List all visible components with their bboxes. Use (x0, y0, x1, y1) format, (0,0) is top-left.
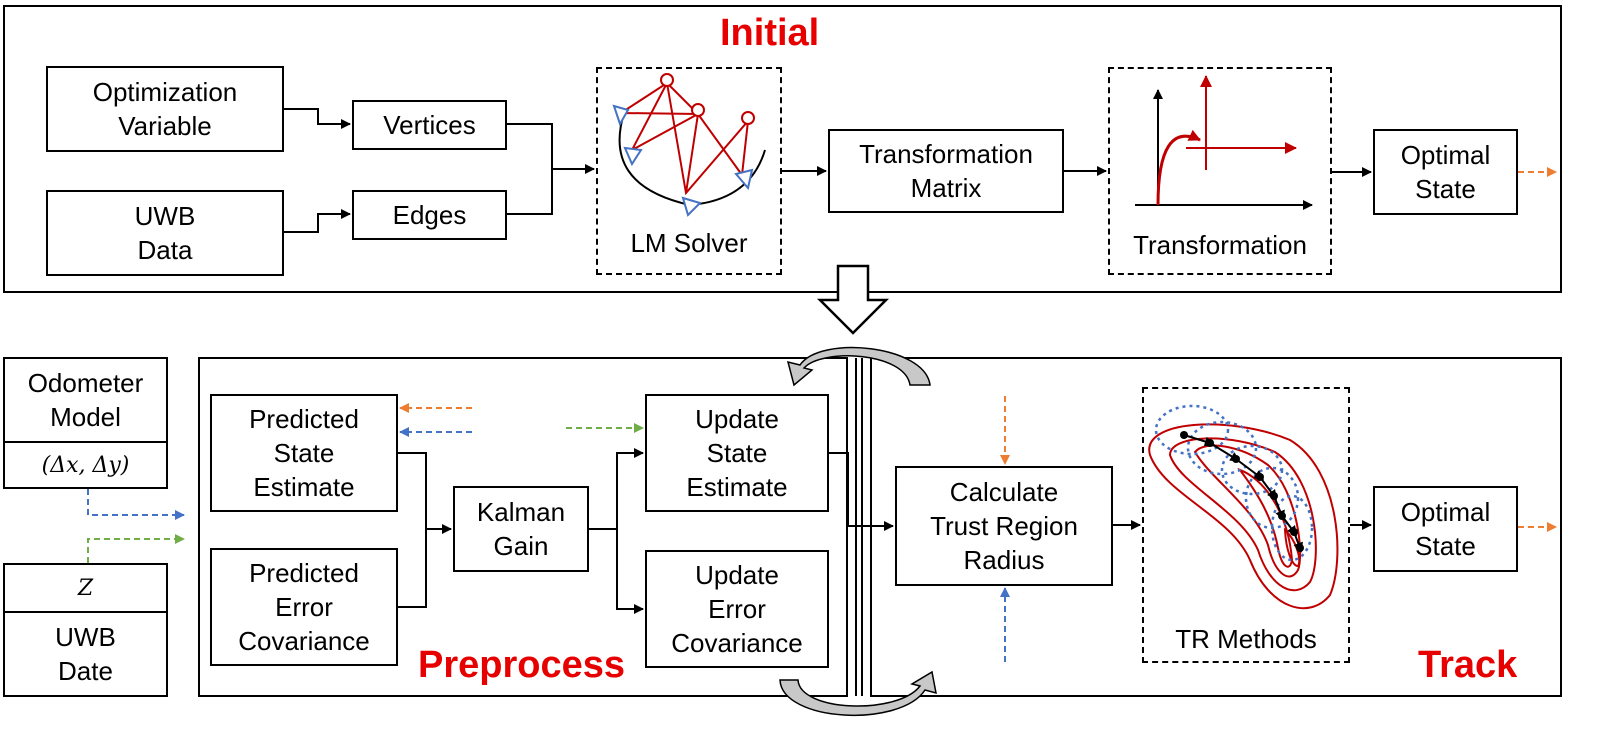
tr-contour-illustration (1148, 404, 1339, 610)
preprocess-title: Preprocess (418, 644, 626, 686)
predicted-state-line3: Estimate (253, 472, 355, 502)
predicted-error-covariance-box: Predicted Error Covariance (210, 548, 398, 666)
track-title: Track (1418, 644, 1518, 686)
edges-label: Edges (392, 200, 467, 230)
transformation-matrix-box: Transformation Matrix (828, 129, 1064, 213)
transformation-dashed-box (1108, 67, 1332, 275)
vertices-box: Vertices (352, 100, 507, 150)
z-symbol-cell: Z (3, 563, 168, 613)
track-optimal-state-line2: State (1415, 531, 1476, 561)
lm-node-3 (741, 111, 755, 125)
odometer-dashed-arrow (87, 489, 185, 520)
track-optimal-state-line1: Optimal (1400, 497, 1491, 527)
predicted-state-estimate-box: Predicted State Estimate (210, 394, 398, 512)
curved-arrow-bottom (779, 670, 937, 717)
tr-red-contours (1148, 423, 1339, 610)
optimization-variable-line2: Variable (118, 111, 212, 141)
connector-uwb-edges (284, 209, 351, 233)
connector-predstate-join (398, 452, 427, 608)
predicted-error-line1: Predicted (249, 558, 359, 588)
odometer-formula-cell: (Δx, Δy) (3, 441, 168, 489)
uwb-date-cell: UWB Date (3, 611, 168, 697)
trust-region-line2: Trust Region (930, 511, 1078, 541)
update-error-covariance-box: Update Error Covariance (645, 550, 829, 668)
lm-tri-2 (623, 146, 643, 167)
initial-optimal-state-line1: Optimal (1400, 140, 1491, 170)
transformation-matrix-line2: Matrix (910, 173, 982, 203)
curved-arrow-top (786, 346, 931, 387)
transformation-matrix-line1: Transformation (859, 139, 1033, 169)
connector-update-state-trust (829, 452, 894, 531)
tr-blue-trust-regions (1154, 404, 1314, 562)
update-state-estimate-box: Update State Estimate (645, 394, 829, 512)
initial-optimal-state-box: Optimal State (1373, 129, 1518, 215)
update-error-line3: Covariance (671, 628, 803, 658)
connector-vertices-join (507, 123, 553, 215)
kalman-gain-line2: Gain (493, 531, 549, 561)
lm-node-1 (660, 73, 674, 87)
update-state-line3: Estimate (686, 472, 788, 502)
edges-box: Edges (352, 190, 507, 240)
connector-optvar-vertices (284, 108, 351, 129)
uwb-data-line2: Data (137, 235, 193, 265)
lm-solver-dashed-box (596, 67, 782, 275)
lm-tri-1 (612, 104, 630, 127)
lm-graph-illustration (612, 73, 766, 217)
z-symbol: Z (77, 575, 94, 601)
tr-methods-dashed-box (1142, 387, 1350, 663)
initial-frame (3, 5, 1562, 293)
uwb-date-line1: UWB (55, 622, 116, 652)
predicted-error-line3: Covariance (238, 626, 370, 656)
odometer-formula: (Δx, Δy) (41, 452, 130, 478)
tr-path-points (1180, 431, 1304, 552)
update-state-line2: State (706, 438, 768, 468)
update-error-line1: Update (695, 560, 779, 590)
optimization-variable-line1: Optimization (92, 77, 238, 107)
track-optimal-state-box: Optimal State (1373, 486, 1518, 572)
trust-region-line3: Radius (963, 545, 1045, 575)
z-dashed-arrow (87, 534, 185, 563)
vertices-label: Vertices (383, 110, 476, 140)
uwb-date-line2: Date (58, 656, 113, 686)
tr-methods-label: TR Methods (1175, 624, 1317, 654)
lm-triangle-nodes (612, 104, 754, 217)
transformation-label: Transformation (1133, 230, 1307, 260)
odometer-model-line2: Model (50, 402, 121, 432)
lm-circle-nodes (660, 73, 755, 125)
odometer-model-cell: Odometer Model (3, 357, 168, 443)
connector-split-update-error (616, 529, 644, 614)
trust-region-line1: Calculate (949, 477, 1059, 507)
predicted-state-line1: Predicted (249, 404, 359, 434)
big-down-arrow (816, 264, 890, 335)
transformation-illustration (1135, 75, 1313, 210)
initial-title: Initial (720, 12, 820, 54)
kalman-gain-line1: Kalman (476, 497, 566, 527)
lm-node-2 (691, 103, 705, 117)
lm-tri-4 (734, 168, 754, 191)
uwb-data-box: UWB Data (46, 190, 284, 276)
kalman-gain-box: Kalman Gain (453, 486, 589, 572)
transform-curve (1156, 129, 1201, 206)
lm-graph-edges (620, 80, 750, 196)
optimization-variable-box: Optimization Variable (46, 66, 284, 152)
predicted-error-line2: Error (275, 592, 333, 622)
connector-split-update-state (616, 448, 644, 529)
initial-connectors (284, 108, 1372, 233)
lm-tri-3 (681, 196, 702, 217)
predicted-state-line2: State (273, 438, 335, 468)
update-state-line1: Update (695, 404, 779, 434)
uwb-data-line1: UWB (134, 201, 196, 231)
preprocess-connectors (398, 448, 894, 614)
lm-solver-label: LM Solver (630, 228, 748, 258)
odometer-model-line1: Odometer (27, 368, 144, 398)
update-error-line2: Error (708, 594, 766, 624)
initial-optimal-state-line2: State (1415, 174, 1476, 204)
trust-region-radius-box: Calculate Trust Region Radius (895, 466, 1113, 586)
